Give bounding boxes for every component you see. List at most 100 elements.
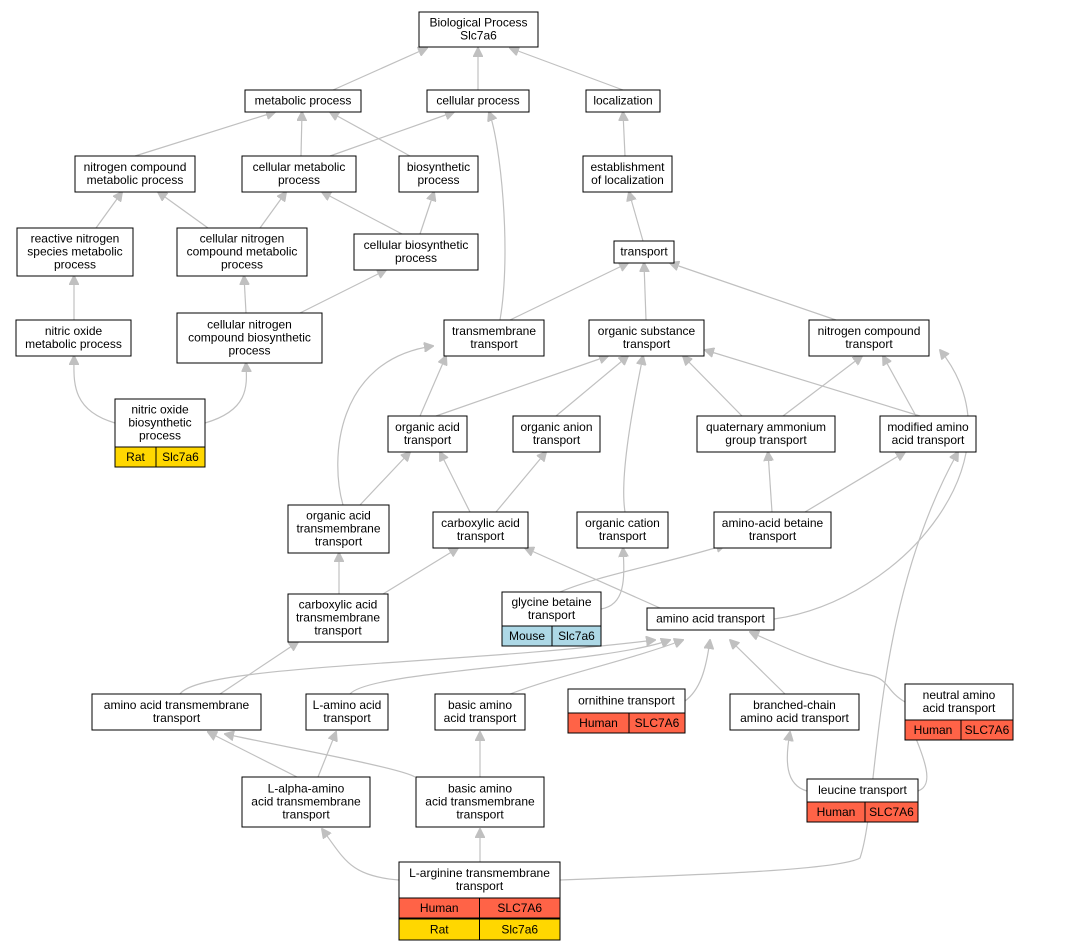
term-label-est_loc: of localization: [591, 173, 664, 187]
term-label-rns: reactive nitrogen: [31, 232, 120, 246]
term-box-oatm: [287, 504, 390, 554]
term-label-naat: acid transport: [923, 701, 996, 715]
term-label-laatm: transport: [282, 808, 330, 822]
term-label-baatm: basic amino: [448, 782, 512, 796]
go-term-aat[interactable]: amino acid transport: [646, 607, 775, 631]
gene-label: SLC7A6: [497, 901, 542, 915]
edge-rns-to-ncmp: [95, 192, 122, 229]
edge-aabt-to-mat: [804, 452, 905, 513]
go-term-transport[interactable]: transport: [613, 240, 675, 264]
go-term-metabolic[interactable]: metabolic process: [244, 89, 362, 113]
term-label-cncmp: cellular nitrogen: [200, 232, 285, 246]
gene-cell-ornt-0: [628, 712, 686, 734]
edge-larg-to-mat: [559, 452, 958, 881]
term-label-metabolic: metabolic process: [255, 94, 352, 108]
edge-aatm-to-aat: [179, 640, 655, 695]
edge-oct-to-ost: [623, 356, 643, 513]
term-box-bp: [418, 11, 539, 48]
gene-cell-larg-0: [479, 897, 561, 919]
term-label-leut: leucine transport: [818, 783, 907, 797]
edge-larg-to-laatm: [322, 829, 400, 881]
term-label-cmp: process: [278, 173, 320, 187]
gene-label: Slc7a6: [558, 629, 595, 643]
edge-aatm-to-catm: [219, 642, 298, 695]
go-term-cellular[interactable]: cellular process: [426, 89, 530, 113]
term-label-catm: transport: [314, 624, 362, 638]
term-box-cncmp: [176, 227, 308, 277]
term-box-est_loc: [582, 155, 673, 193]
term-box-laat: [305, 693, 389, 731]
term-label-catm: carboxylic acid: [299, 598, 378, 612]
edge-biosyn-to-metabolic: [330, 112, 411, 157]
term-label-oct: transport: [599, 529, 647, 543]
term-label-aatm: amino acid transmembrane: [104, 698, 250, 712]
species-label: Rat: [430, 923, 449, 937]
term-box-tm_transport: [443, 319, 545, 357]
edge-cat-to-oant: [495, 452, 546, 513]
term-label-bp: Slc7a6: [460, 29, 497, 43]
species-label: Human: [420, 901, 459, 915]
species-label: Human: [817, 805, 856, 819]
term-label-cmp: cellular metabolic: [253, 160, 346, 174]
go-term-localization[interactable]: localization: [585, 89, 661, 113]
edge-qagt-to-ost: [683, 356, 743, 417]
term-label-catm: transmembrane: [296, 611, 380, 625]
term-box-cat: [432, 511, 529, 549]
term-box-nobp: [114, 398, 206, 448]
species-label: Rat: [126, 450, 145, 464]
term-label-bcaat: amino acid transport: [740, 711, 849, 725]
edge-cmp-to-metabolic: [301, 112, 302, 157]
term-label-laatm: acid transmembrane: [251, 795, 361, 809]
term-label-bcaat: branched-chain: [753, 698, 836, 712]
species-label: Human: [579, 716, 618, 730]
term-label-nobp: biosynthetic: [128, 416, 191, 430]
term-label-cncbp: compound biosynthetic: [188, 331, 311, 345]
term-box-oat: [387, 415, 468, 453]
edge-aat-to-cat: [525, 548, 661, 609]
edge-nobp-to-nomp: [74, 356, 116, 424]
edge-oatm-to-tm: [337, 346, 433, 506]
term-label-larg: L-arginine transmembrane: [409, 866, 550, 880]
term-label-cncmp: compound metabolic: [187, 245, 298, 259]
term-label-tm_transport: transmembrane: [452, 324, 536, 338]
term-label-nobp: process: [139, 429, 181, 443]
edge-cmp-to-cellular: [329, 112, 454, 157]
gene-label: Slc7a6: [162, 450, 199, 464]
term-label-cncmp: process: [221, 258, 263, 272]
